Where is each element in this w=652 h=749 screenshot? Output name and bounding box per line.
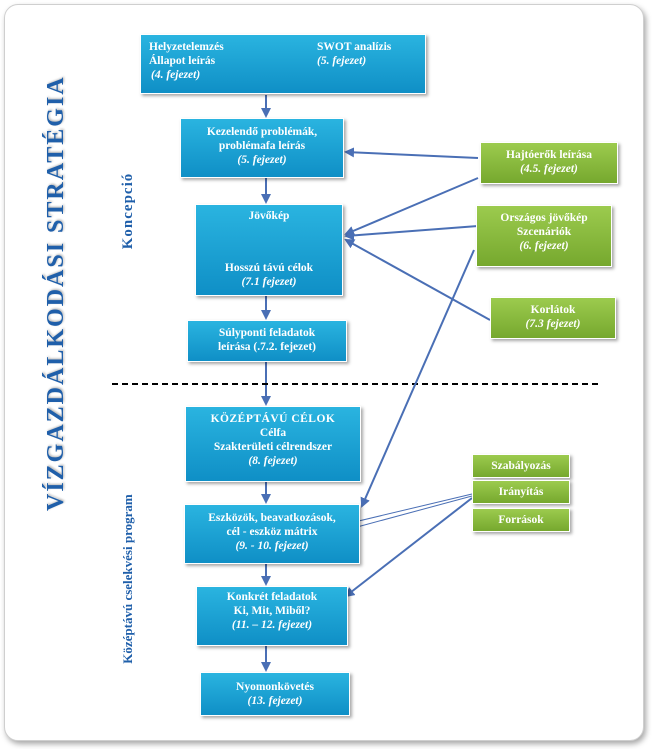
konkret-line1: Konkrét feladatok: [226, 591, 318, 603]
kozeptavu-line3: Szakterületi célrendszer: [213, 441, 333, 453]
box-sulyponti: Súlyponti feladatok leírása (.7.2. fejez…: [187, 320, 347, 362]
korlatok-line2: (7.3 fejezet): [525, 318, 581, 330]
korlatok-line1: Korlátok: [530, 304, 576, 316]
kezelendo-line1: Kezelendő problémák,: [206, 126, 318, 138]
helyzet-line2: Állapot leírás: [149, 55, 216, 67]
iranyitas-line1: Irányítás: [498, 486, 544, 498]
arrow-hajtoerok-jovokep: [344, 177, 479, 236]
hajtoerok-line2: (4.5. fejezet): [520, 163, 578, 175]
arrow-korlatok-jovokep: [344, 239, 491, 321]
eszkozok-line2: cél - eszköz mátrix: [226, 526, 318, 538]
helyzet-line1: Helyzetelemzés: [149, 41, 224, 53]
box-forrasok: Források: [472, 508, 570, 532]
box-kozeptavu: KÖZÉPTÁVÚ CÉLOK Célfa Szakterületi célre…: [185, 406, 361, 482]
box-iranyitas: Irányítás: [472, 480, 570, 504]
szabalyozas-line1: Szabályozás: [491, 460, 551, 472]
box-nyomonkovetes: Nyomonkövetés (13. fejezet): [200, 672, 350, 716]
orszagos-line3: (6. fejezet): [519, 240, 569, 252]
jovokep-line2: Hosszú távú célok: [224, 262, 314, 274]
eszkozok-line1: Eszközök, beavatkozások,: [208, 512, 336, 524]
box-konkret: Konkrét feladatok Ki, Mit, Miből? (11. –…: [196, 586, 348, 646]
program-label: Középtávú cselekvési program: [120, 494, 135, 664]
box-szabalyozas: Szabályozás: [472, 454, 570, 478]
orszagos-line1: Országos jövőkép: [500, 212, 588, 224]
helyzet-line3: (4. fejezet): [151, 69, 201, 81]
box-jovokep: Jövőkép Hosszú távú célok (7.1 fejezet): [195, 204, 343, 296]
nyomon-line2: (13. fejezet): [247, 695, 303, 707]
sulyponti-line1: Súlyponti feladatok: [218, 327, 316, 339]
jovokep-line3: (7.1 fejezet): [241, 276, 297, 288]
eszkozok-line3: (9. - 10. fejezet): [235, 540, 309, 552]
arrow-iranyitas-eszkozok: [345, 493, 473, 527]
box-helyzetelemzes: Helyzetelemzés Állapot leírás (4. fejeze…: [140, 34, 426, 94]
kozeptavu-line4: (8. fejezet): [248, 455, 298, 467]
box-korlatok: Korlátok (7.3 fejezet): [490, 297, 616, 339]
nyomon-line1: Nyomonkövetés: [236, 681, 314, 693]
arrow-orszagos-eszkozok: [360, 249, 475, 508]
box-orszagos: Országos jövőkép Szcenáriók (6. fejezet): [476, 205, 612, 267]
sulyponti-line2: leírása (.7.2. fejezet): [217, 341, 316, 353]
arrow-hajtoerok-kezelendo: [344, 147, 479, 159]
swot-line1: SWOT analízis: [317, 41, 392, 53]
konkret-line2: Ki, Mit, Miből?: [233, 605, 311, 617]
arrow-orszagos-jovokep: [344, 225, 479, 241]
helyzet-text: Helyzetelemzés Állapot leírás (4. fejeze…: [149, 40, 224, 82]
swot-text: SWOT analízis (5. fejezet): [317, 40, 391, 68]
kozeptavu-line2: Célfa: [259, 427, 287, 439]
kozeptavu-line1: KÖZÉPTÁVÚ CÉLOK: [210, 413, 336, 425]
arrow-iranyitas-eszkozok-2: [345, 495, 473, 533]
kezelendo-line3: (5. fejezet): [237, 154, 287, 166]
box-eszkozok: Eszközök, beavatkozások, cél - eszköz má…: [184, 504, 360, 564]
konkret-line3: (11. – 12. fejezet): [231, 619, 313, 631]
box-hajtoerok: Hajtóerők leírása (4.5. fejezet): [480, 142, 618, 184]
orszagos-line2: Szcenáriók: [516, 226, 572, 238]
arrow-iranyitas-konkret: [344, 497, 473, 598]
main-title: VÍZGAZDÁLKODÁSI STRATÉGIA: [43, 75, 69, 511]
jovokep-line1: Jövőkép: [248, 210, 290, 222]
kezelendo-line2: problémafa leírás: [218, 140, 306, 152]
forrasok-line1: Források: [498, 514, 544, 526]
box-kezelendo: Kezelendő problémák, problémafa leírás (…: [180, 118, 344, 178]
hajtoerok-line1: Hajtóerők leírása: [506, 149, 592, 161]
koncepcio-label: Koncepció: [120, 172, 136, 250]
swot-line2: (5. fejezet): [317, 55, 367, 67]
